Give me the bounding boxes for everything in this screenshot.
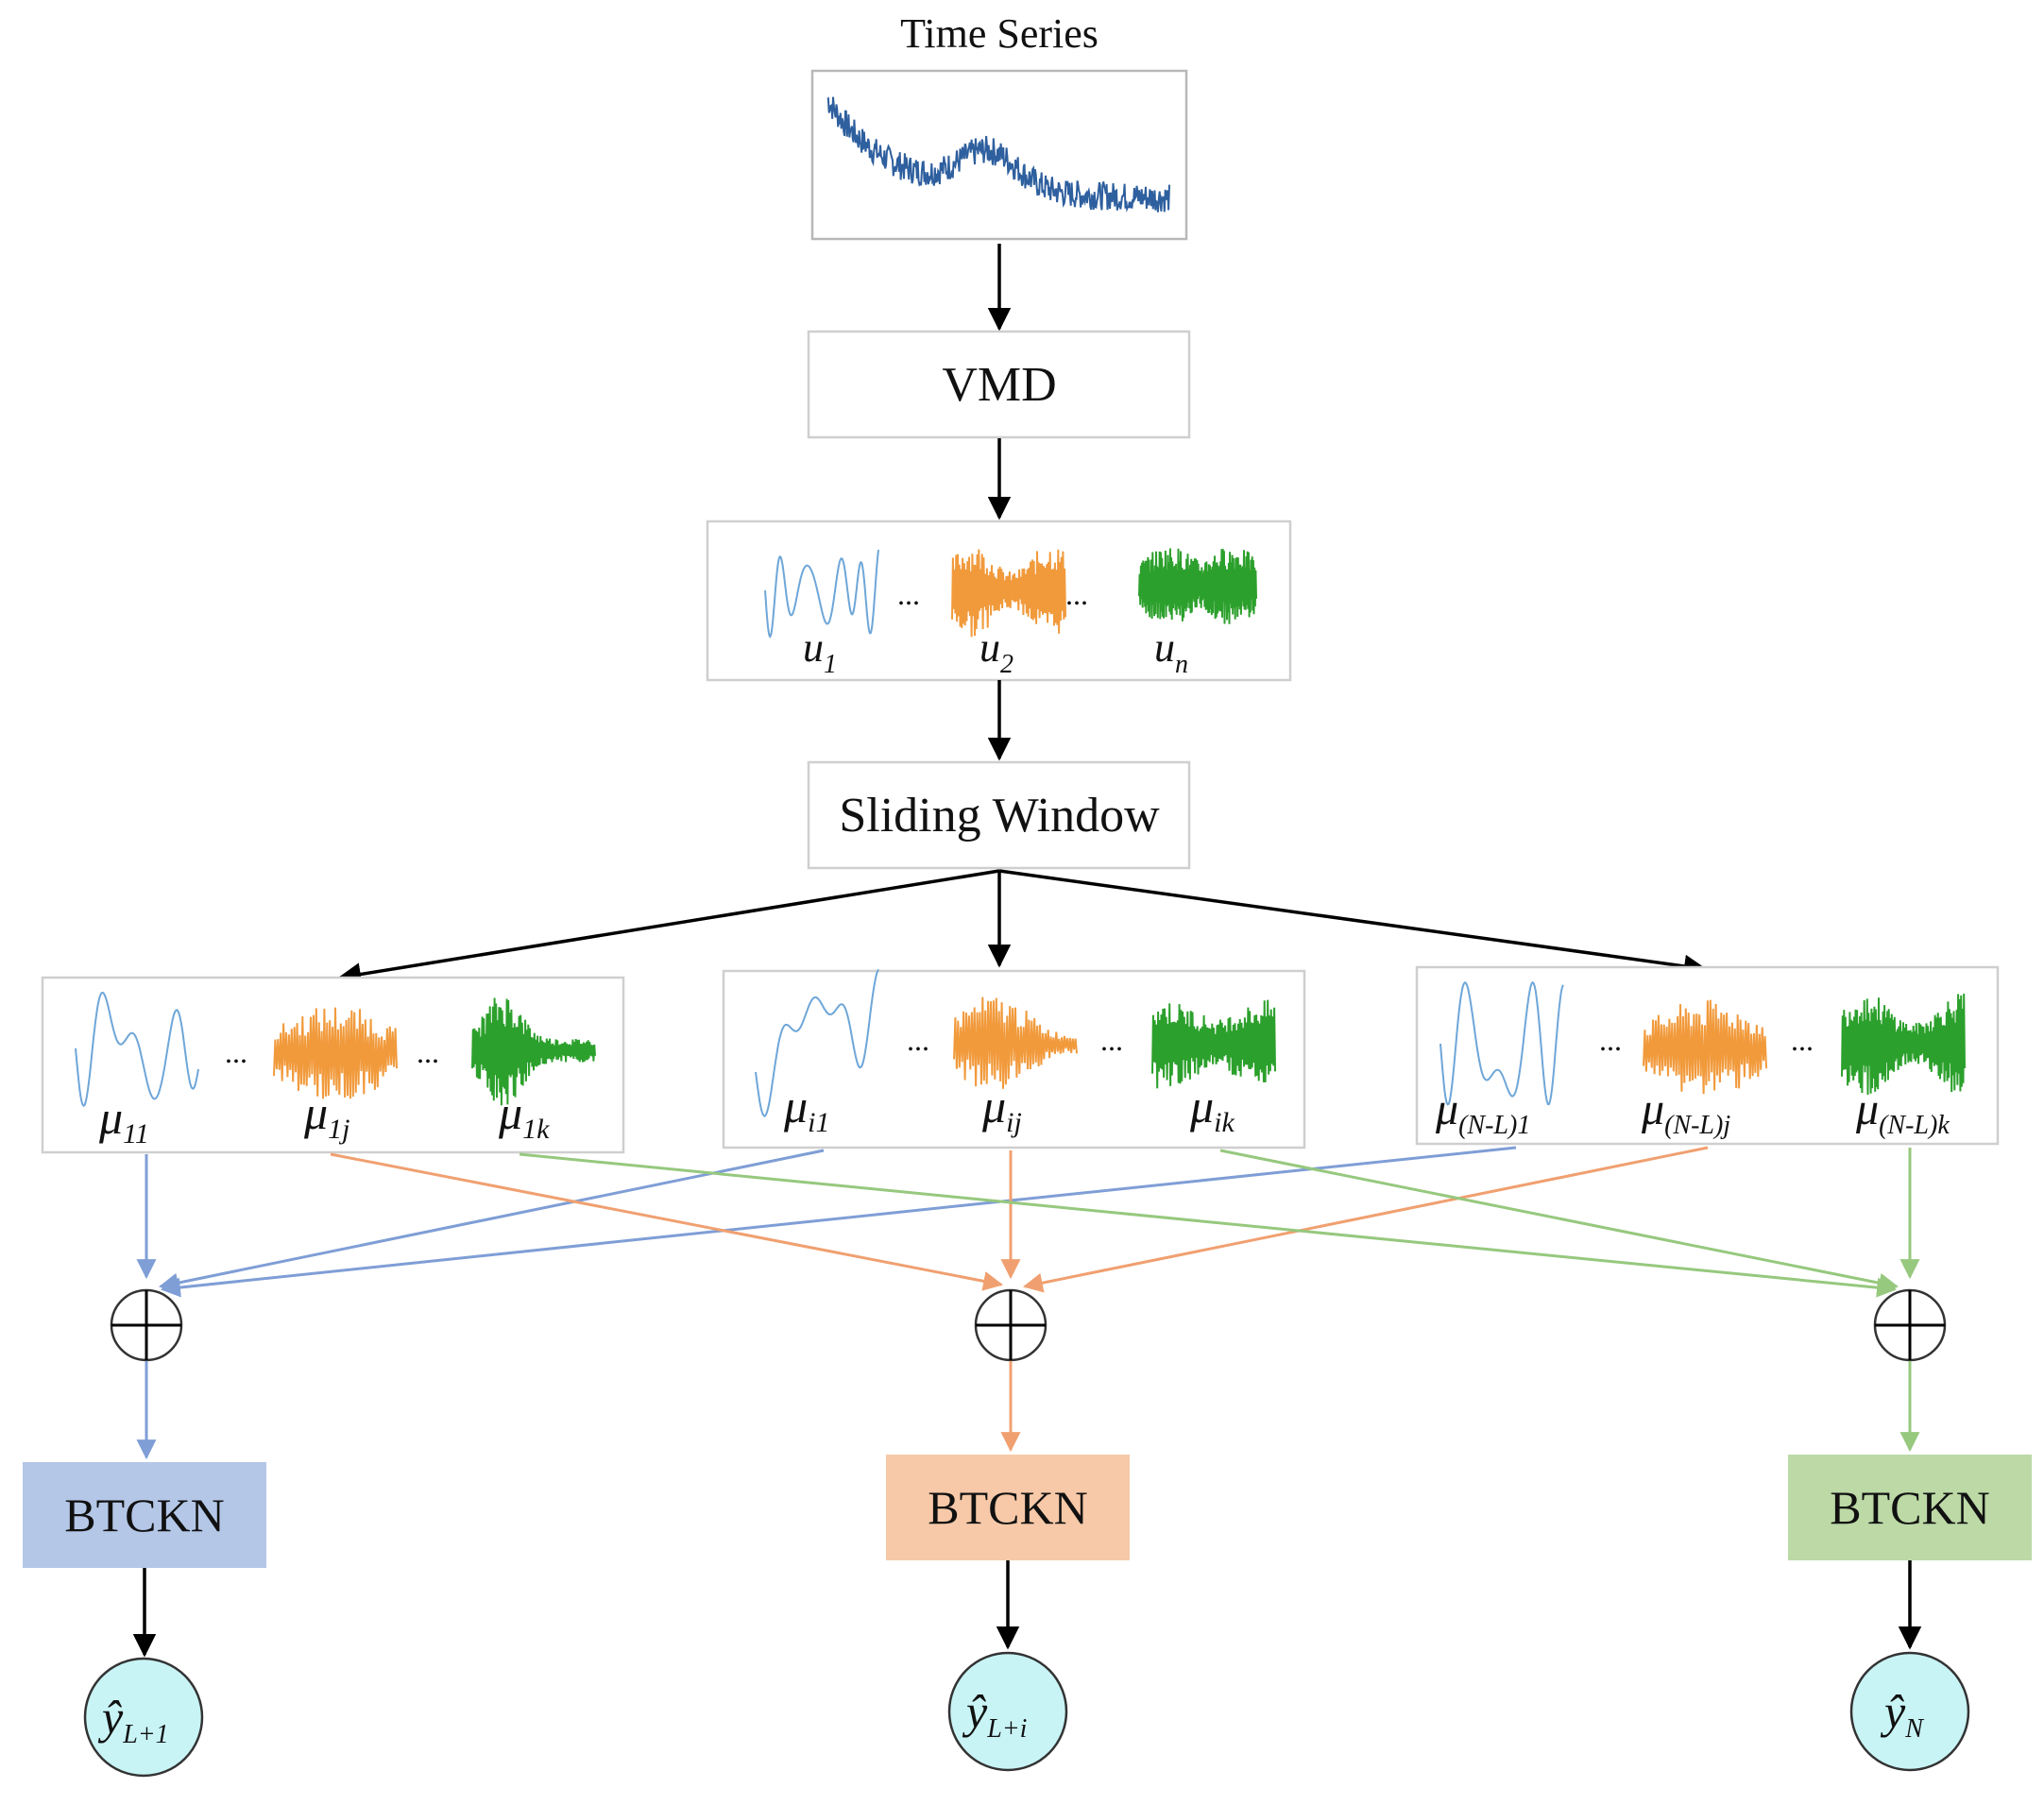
arrow-sw-to-window-3 — [998, 869, 1708, 979]
output-label-2: ŷL+i — [962, 1685, 1027, 1744]
window-2-wave-3 — [1151, 999, 1276, 1089]
green-link-w2 — [1219, 1149, 1899, 1293]
window-1-wave-2 — [273, 1007, 398, 1099]
btckn-label-2: BTCKN — [928, 1481, 1087, 1534]
output-circle-3 — [1849, 1651, 1970, 1772]
imf-label-u2: u2 — [979, 624, 1013, 679]
output-circle-1 — [83, 1657, 204, 1778]
vmd-label: VMD — [942, 358, 1056, 412]
btckn-box-3 — [1788, 1455, 2032, 1560]
imf-un-wave — [1138, 548, 1257, 624]
orange-link-w1 — [330, 1152, 1004, 1291]
diagram-title: Time Series — [900, 10, 1099, 57]
time-series-wave — [826, 96, 1170, 213]
arrow-sw-to-window-1 — [337, 869, 1000, 986]
output-circle-2 — [947, 1651, 1068, 1772]
window-3-ellipsis-2: ... — [1791, 1023, 1814, 1057]
sum-node-2 — [974, 1288, 1048, 1362]
imf-u2-wave — [951, 549, 1066, 638]
btckn-label-1: BTCKN — [64, 1489, 224, 1541]
window-2-label-3: μik — [1189, 1080, 1235, 1138]
imf-ellipsis-1: ... — [897, 577, 920, 611]
sliding-window-label: Sliding Window — [839, 789, 1160, 843]
window-1-ellipsis-1: ... — [225, 1035, 247, 1069]
window-waves — [75, 968, 1966, 1117]
window-3-label-2: μ(N-L)j — [1641, 1084, 1730, 1140]
window-3-ellipsis-1: ... — [1599, 1023, 1622, 1057]
window-3-wave-3 — [1841, 993, 1966, 1096]
output-label-1: ŷL+1 — [97, 1691, 169, 1749]
imf-label-u1: u1 — [803, 624, 837, 679]
blue-link-w3 — [160, 1146, 1517, 1298]
imf-label-un: un — [1154, 624, 1188, 679]
window-1-wave-1 — [75, 991, 199, 1108]
btckn-label-3: BTCKN — [1830, 1481, 1989, 1534]
orange-link-w3 — [1022, 1146, 1709, 1293]
window-2-wave-1 — [755, 968, 879, 1117]
sum-node-1 — [110, 1288, 183, 1362]
window-2-ellipsis-1: ... — [907, 1023, 929, 1057]
window-1-wave-3 — [471, 997, 596, 1106]
window-1-label-1: μ11 — [98, 1091, 149, 1149]
btckn-box-2 — [886, 1455, 1130, 1560]
window-2-ellipsis-2: ... — [1100, 1023, 1123, 1057]
window-3-label-3: μ(N-L)k — [1855, 1084, 1950, 1140]
window-1-ellipsis-2: ... — [417, 1035, 439, 1069]
output-label-3: ŷN — [1880, 1685, 1924, 1744]
window-2-wave-2 — [953, 996, 1078, 1089]
green-link-w1 — [519, 1152, 1898, 1298]
sliding-window-box — [807, 760, 1191, 870]
sum-node-3 — [1873, 1288, 1947, 1362]
imf-ellipsis-2: ... — [1065, 577, 1088, 611]
blue-link-w2 — [158, 1149, 825, 1293]
btckn-box-1 — [23, 1462, 266, 1568]
imf-u1-wave — [764, 549, 879, 639]
window-3-wave-1 — [1439, 980, 1564, 1106]
window-2-label-1: μi1 — [783, 1080, 829, 1138]
window-3-label-1: μ(N-L)1 — [1435, 1084, 1530, 1140]
window-1-label-2: μ1j — [303, 1086, 349, 1145]
window-2-label-2: μij — [981, 1080, 1022, 1138]
vmd-box — [807, 330, 1191, 439]
window-1-label-3: μ1k — [498, 1086, 550, 1145]
window-3-wave-2 — [1643, 999, 1767, 1095]
